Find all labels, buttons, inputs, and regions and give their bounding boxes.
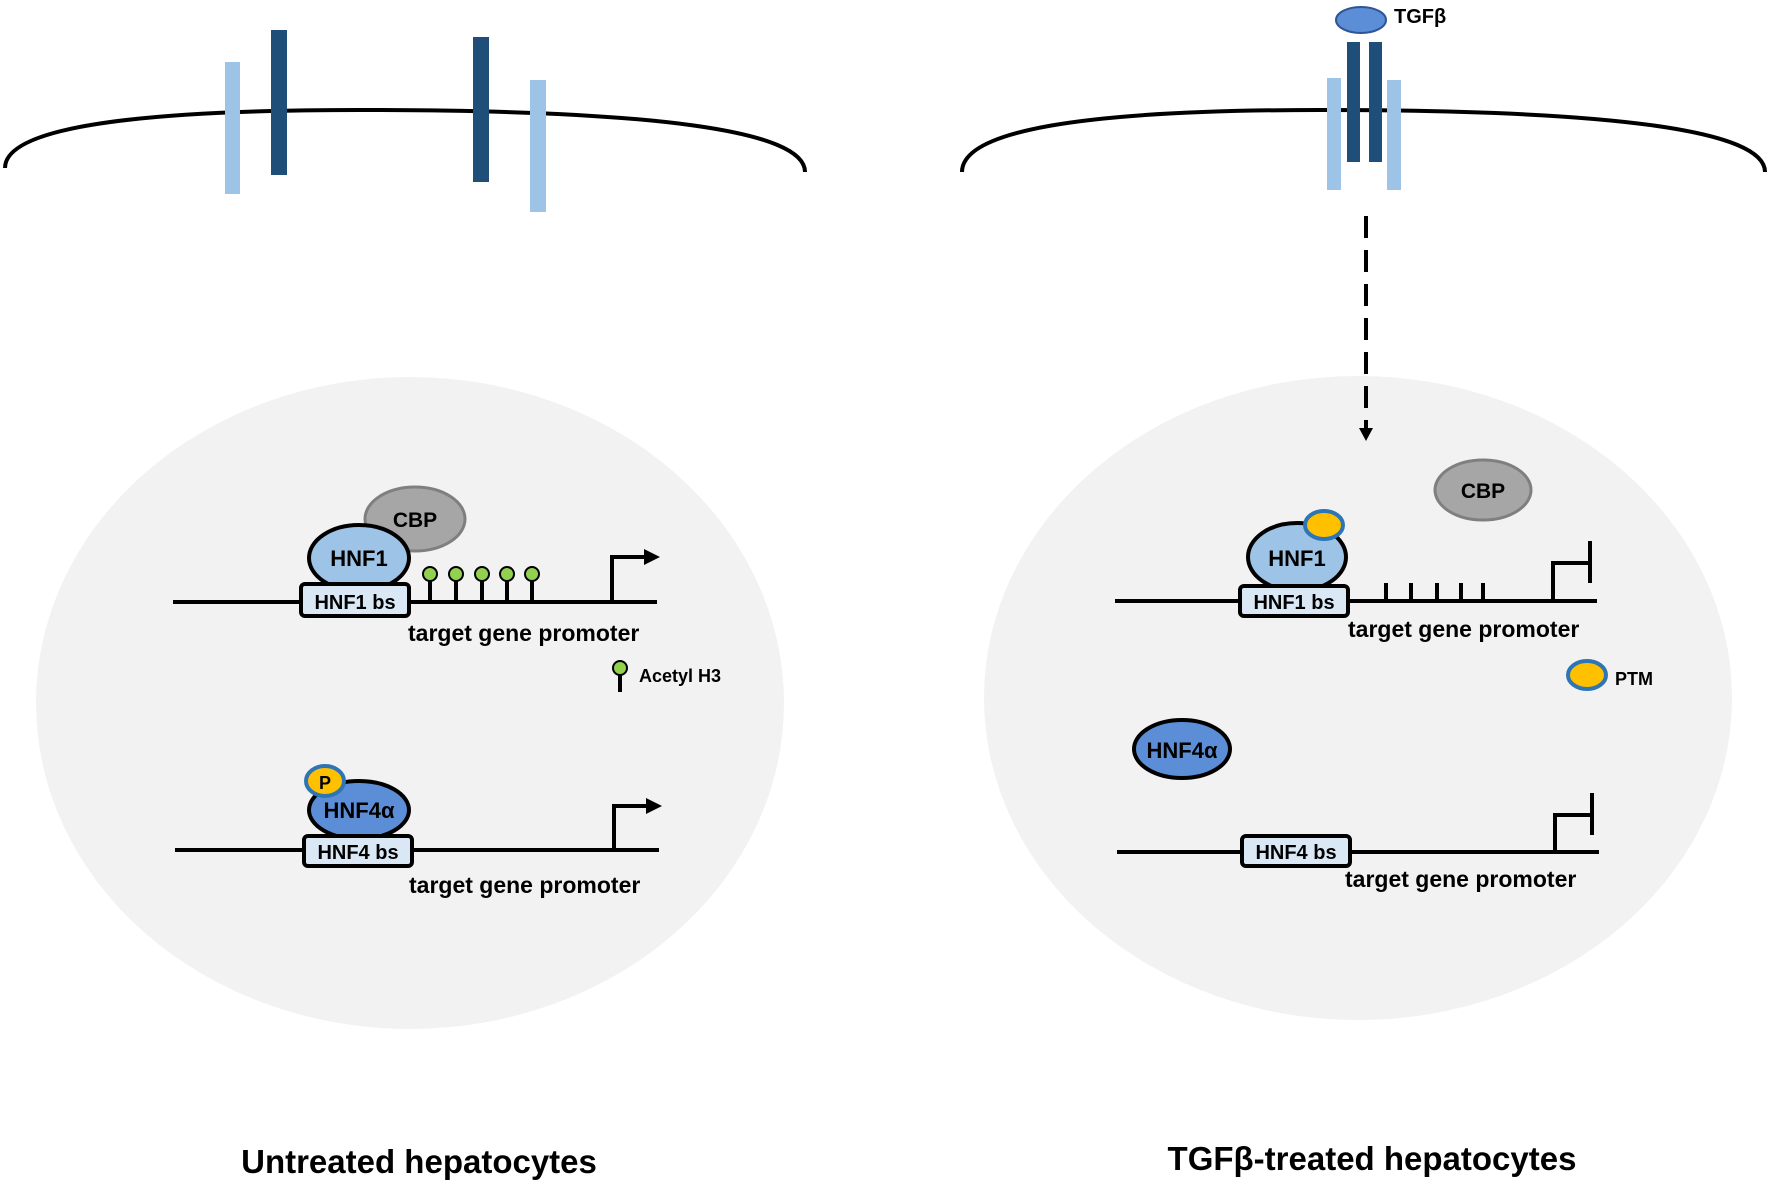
receptor-dark-bar: [473, 37, 489, 182]
hnf4-bs-label: HNF4 bs: [1255, 842, 1336, 864]
deacetylated-marks: [1384, 583, 1485, 601]
receptor-light-bar: [530, 80, 546, 212]
promoter-label: target gene promoter: [409, 872, 640, 898]
hnf4a-label: HNF4α: [324, 798, 395, 823]
hnf1-label: HNF1: [330, 546, 387, 571]
nucleus: [984, 376, 1732, 1020]
promoter-label: target gene promoter: [1345, 866, 1576, 892]
receptor-dark-bar: [271, 30, 287, 175]
cbp-label: CBP: [1461, 480, 1505, 503]
acetyl-h3-mark: [422, 566, 438, 582]
acetyl-marks: [422, 566, 540, 602]
receptor-dark-bar: [1369, 42, 1382, 162]
hnf1-label: HNF1: [1268, 546, 1325, 571]
tgfb-ligand: [1335, 6, 1387, 34]
acetyl-h3-mark: [499, 566, 515, 582]
ptm-legend-label: PTM: [1615, 669, 1653, 689]
cell-membrane: [960, 107, 1767, 173]
ptm-mark: [1303, 509, 1345, 541]
tgfb-label: TGFβ: [1394, 6, 1446, 28]
hnf4-binding-site: [1240, 834, 1352, 868]
receptor-light-bar: [1327, 78, 1341, 190]
repressed-promoter-symbol: [1553, 813, 1591, 852]
active-promoter-arrowhead: [644, 549, 660, 565]
acetyl-h3-mark: [524, 566, 540, 582]
cbp-protein: [1433, 458, 1533, 522]
active-promoter-arrow: [612, 804, 650, 850]
hnf4-binding-site: [302, 834, 414, 868]
receptor-dark-bar: [1347, 42, 1360, 162]
acetyl-h3-mark: [474, 566, 490, 582]
nucleus: [36, 377, 784, 1029]
right-panel: TGFβ CBP HNF1 HNF1 bs target gene promot…: [960, 6, 1767, 1177]
promoter-label: target gene promoter: [408, 620, 639, 646]
panel-caption: Untreated hepatocytes: [241, 1143, 597, 1180]
hnf4a-label: HNF4α: [1147, 738, 1218, 763]
cbp-label: CBP: [393, 509, 437, 532]
hnf1-binding-site: [1238, 584, 1350, 618]
acetyl-legend-icon: [612, 660, 628, 676]
promoter-label: target gene promoter: [1348, 616, 1579, 642]
hnf1-binding-site: [299, 582, 411, 618]
receptor-light-bar: [1387, 80, 1401, 190]
acetyl-h3-mark: [448, 566, 464, 582]
phosphate-label: P: [319, 773, 331, 793]
receptor-light-bar: [225, 62, 240, 194]
signal-arrowhead: [1359, 428, 1373, 441]
hnf1-bs-label: HNF1 bs: [1253, 592, 1334, 614]
left-panel: CBP HNF1 HNF1 bs target gene promoter Ac…: [3, 30, 807, 1180]
panel-caption: TGFβ-treated hepatocytes: [1168, 1140, 1577, 1177]
phosphate-mark: [304, 764, 346, 798]
hnf4-bs-label: HNF4 bs: [317, 842, 398, 864]
cell-membrane: [3, 107, 807, 173]
hnf4a-protein: [1132, 718, 1232, 780]
repressed-promoter-symbol: [1551, 561, 1589, 601]
active-promoter-arrowhead: [646, 798, 662, 814]
acetyl-legend-label: Acetyl H3: [639, 666, 721, 686]
ptm-legend-icon: [1566, 659, 1608, 691]
hnf1-bs-label: HNF1 bs: [314, 592, 395, 614]
active-promoter-arrow: [610, 555, 648, 602]
